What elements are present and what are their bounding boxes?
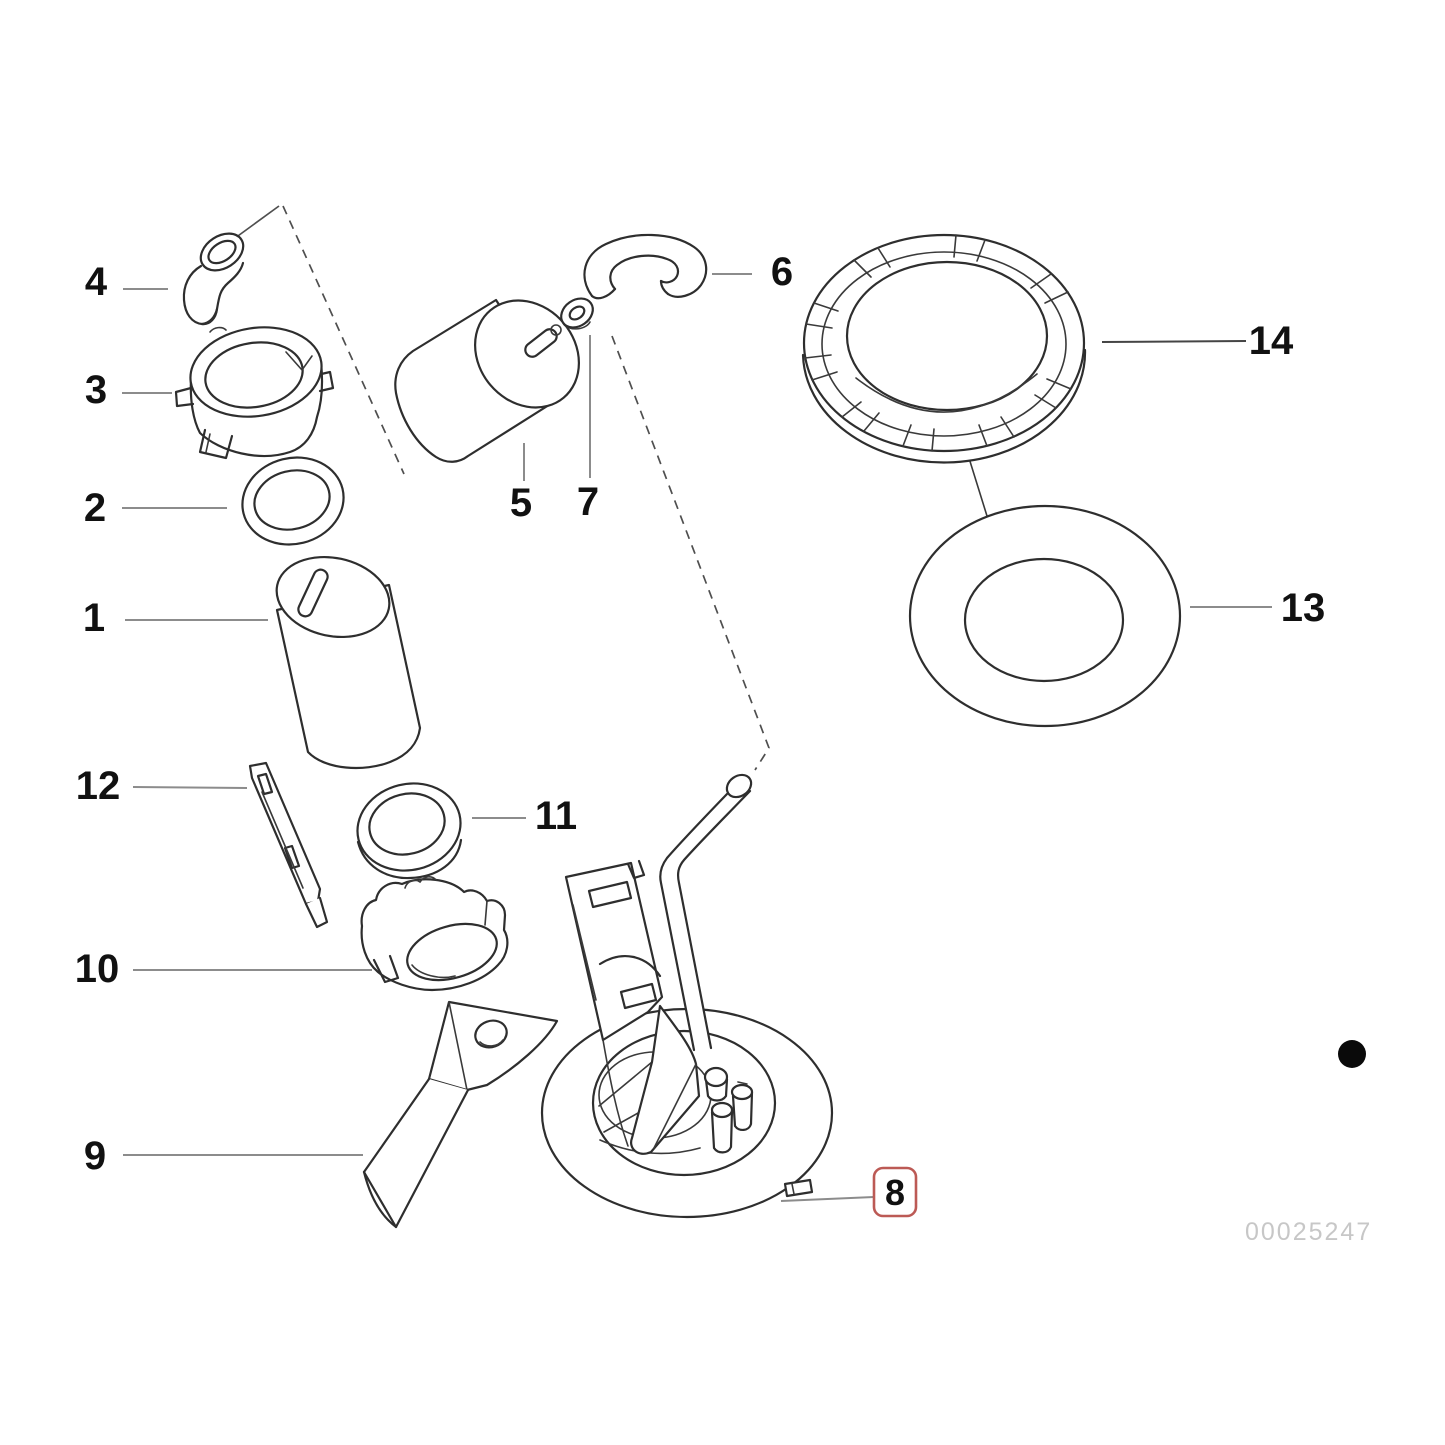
part-11-ring-drawing — [356, 782, 463, 880]
callout-3[interactable]: 3 — [85, 368, 172, 412]
callout-13[interactable]: 13 — [1190, 586, 1325, 630]
callout-label-13[interactable]: 13 — [1281, 586, 1326, 630]
callout-label-9[interactable]: 9 — [84, 1134, 106, 1178]
part-4-elbow-hose-drawing — [182, 232, 245, 326]
callout-label-4[interactable]: 4 — [85, 260, 108, 304]
part-2-seal-ring-drawing — [241, 456, 345, 546]
part-6-u-hose-drawing — [583, 233, 708, 300]
part-3-clamp-collar-drawing — [174, 326, 335, 460]
highlight-box-8 — [872, 1166, 918, 1218]
callout-7[interactable]: 7 — [577, 335, 599, 524]
leader-line-12 — [132, 786, 248, 789]
callout-9[interactable]: 9 — [84, 1134, 363, 1178]
callout-12[interactable]: 12 — [76, 764, 248, 808]
callout-label-12[interactable]: 12 — [76, 764, 121, 808]
watermark-part-number: 00025247 — [1245, 1218, 1372, 1246]
dashed-reference-line-upper — [282, 205, 405, 475]
float-arm-blade — [630, 1004, 701, 1155]
callout-8-highlighted[interactable]: 8 — [780, 1166, 918, 1218]
callout-label-8[interactable]: 8 — [885, 1172, 905, 1213]
callout-label-1[interactable]: 1 — [83, 596, 105, 640]
callout-label-14[interactable]: 14 — [1249, 319, 1294, 363]
part-7-small-ring-drawing — [560, 297, 594, 330]
connector-studs — [703, 1066, 754, 1154]
callout-5[interactable]: 5 — [510, 443, 532, 525]
callout-6[interactable]: 6 — [712, 250, 793, 294]
part-1-fuel-pump-drawing — [275, 555, 422, 770]
leader-line-8 — [780, 1196, 875, 1202]
leader-line-14 — [1101, 340, 1247, 343]
callout-label-5[interactable]: 5 — [510, 481, 532, 525]
callout-10[interactable]: 10 — [75, 947, 372, 991]
part-5-filter-drawing — [394, 298, 581, 463]
callout-label-2[interactable]: 2 — [84, 486, 106, 530]
callout-label-11[interactable]: 11 — [535, 794, 577, 838]
flange-tab — [783, 1178, 814, 1198]
part-14-lock-ring-drawing — [801, 233, 1087, 464]
callout-label-3[interactable]: 3 — [85, 368, 107, 412]
callout-label-10[interactable]: 10 — [75, 947, 120, 991]
part-9-wedge-strap-drawing — [362, 1000, 559, 1229]
reference-tick-line — [230, 205, 280, 242]
callout-label-6[interactable]: 6 — [771, 250, 793, 294]
part-8-flange-assembly-drawing — [540, 773, 834, 1219]
fuel-pipe — [659, 773, 753, 1052]
callout-label-7[interactable]: 7 — [577, 480, 599, 524]
callout-2[interactable]: 2 — [84, 486, 227, 530]
callout-1[interactable]: 1 — [83, 596, 268, 640]
part-13-tank-seal-drawing — [908, 504, 1182, 728]
dashed-reference-line-lower — [611, 335, 770, 771]
callout-4[interactable]: 4 — [85, 260, 168, 304]
pump-bracket — [564, 859, 664, 1147]
part-10-clamp-holder-drawing — [360, 876, 509, 992]
page-marker-dot — [1338, 1040, 1366, 1068]
callout-14[interactable]: 14 — [1101, 319, 1294, 363]
part-12-retaining-strip-drawing — [248, 761, 329, 929]
lock-ring-castellations — [804, 234, 1072, 452]
callout-11[interactable]: 11 — [472, 794, 577, 838]
